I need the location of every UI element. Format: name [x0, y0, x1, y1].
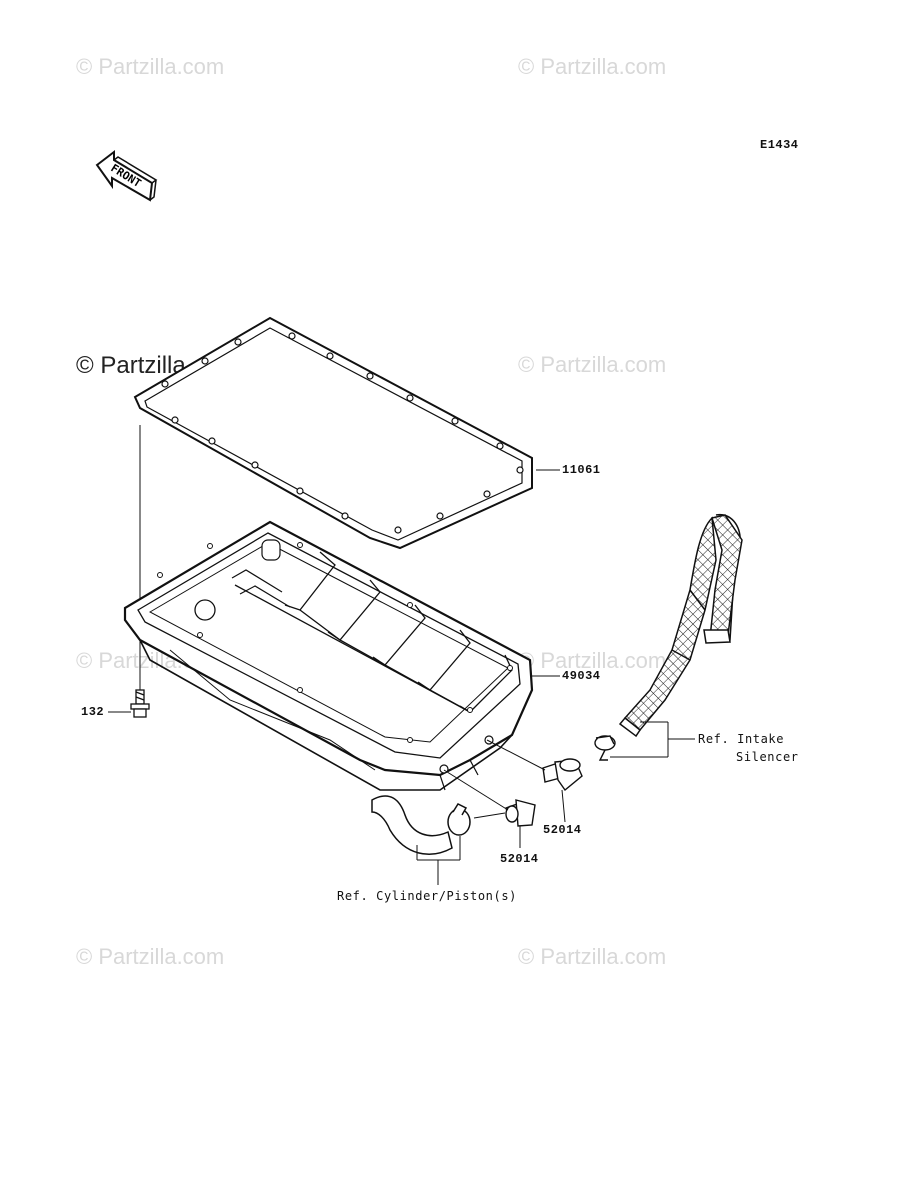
callout-fitting-upper: 52014: [543, 823, 582, 837]
fitting-lower: [505, 799, 536, 827]
ref-cylinder-piston: Ref. Cylinder/Piston(s): [337, 889, 517, 903]
oil-pan: [123, 520, 534, 791]
watermark: © Partzilla.com: [76, 944, 225, 969]
cylinder-hose: [371, 795, 471, 855]
watermark: © Partzilla.com: [518, 944, 667, 969]
watermark: © Partzilla.com: [518, 648, 667, 673]
leader-lines: [108, 469, 695, 885]
watermark: © Partzilla.com: [518, 352, 667, 377]
diagram-code: E1434: [760, 138, 799, 152]
callout-fitting-lower: 52014: [500, 852, 539, 866]
ref-intake-silencer-line2: Silencer: [736, 750, 799, 764]
breather-hose: [618, 513, 743, 738]
watermark: © Partzilla.com: [518, 54, 667, 79]
hose-clamp: [594, 735, 616, 761]
watermark: © Partzilla.com: [76, 54, 225, 79]
fitting-upper: [542, 758, 583, 792]
oil-pan-gasket: [133, 316, 533, 550]
front-arrow: FRONT: [95, 149, 158, 202]
callout-bolt: 132: [81, 705, 105, 719]
bolt: [130, 689, 150, 718]
callout-gasket: 11061: [562, 463, 601, 477]
callout-oil-pan: 49034: [562, 669, 601, 683]
ref-intake-silencer-line1: Ref. Intake: [698, 732, 785, 746]
